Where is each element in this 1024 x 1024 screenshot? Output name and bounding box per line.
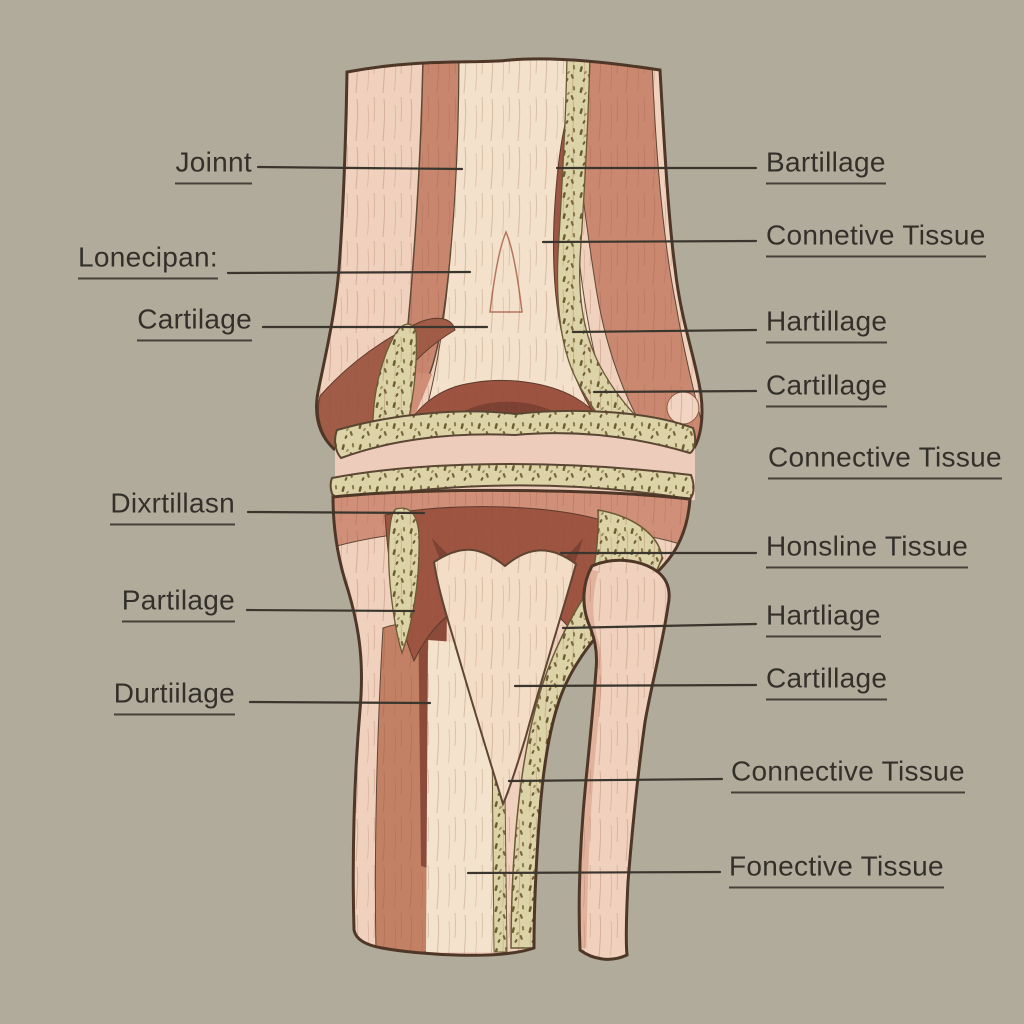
leader-line-fonective-tissue [466, 870, 722, 875]
label-connetive-tissue: Connetive Tissue [766, 219, 986, 258]
label-cartillage-2: Cartillage [766, 662, 888, 701]
label-joint: Joinnt [175, 146, 252, 185]
leader-line-cartillage-r1 [592, 389, 758, 394]
label-cartilage-left: Cartilage [137, 303, 252, 342]
label-durtiilage: Durtiilage [113, 677, 235, 716]
label-connective-tissue-2: Connective Tissue [731, 755, 965, 794]
leader-line-partilage [245, 608, 416, 613]
femur-illustration [315, 57, 704, 451]
label-hartillage: Hartillage [766, 305, 888, 344]
leader-line-connective-tissue-2 [507, 777, 724, 783]
label-fonective-tissue: Fonective Tissue [729, 850, 944, 889]
leader-lines [226, 165, 758, 875]
label-lonecipan: Lonecipan: [77, 241, 218, 280]
leader-line-durtiilage [248, 700, 432, 705]
label-connective-tissue-1: Connective Tissue [768, 441, 1002, 480]
leader-line-dixrtillasn [246, 510, 426, 515]
leader-line-joint [256, 165, 464, 171]
leader-line-hartliage [561, 622, 758, 630]
label-dixrtillasn: Dixrtillasn [110, 487, 235, 526]
label-honsline-tissue: Honsline Tissue [766, 530, 969, 569]
tibia-illustration [331, 488, 692, 957]
label-bartillage: Bartillage [766, 146, 886, 185]
leader-line-lonecipan [226, 270, 472, 275]
label-hartliage: Hartliage [766, 599, 881, 638]
leader-line-hartillage [571, 328, 758, 334]
leader-line-connetive-tissue [541, 239, 758, 244]
label-partilage: Partilage [121, 584, 235, 623]
label-cartillage-1: Cartillage [766, 369, 888, 408]
leader-line-cartillage-r2 [513, 683, 758, 688]
